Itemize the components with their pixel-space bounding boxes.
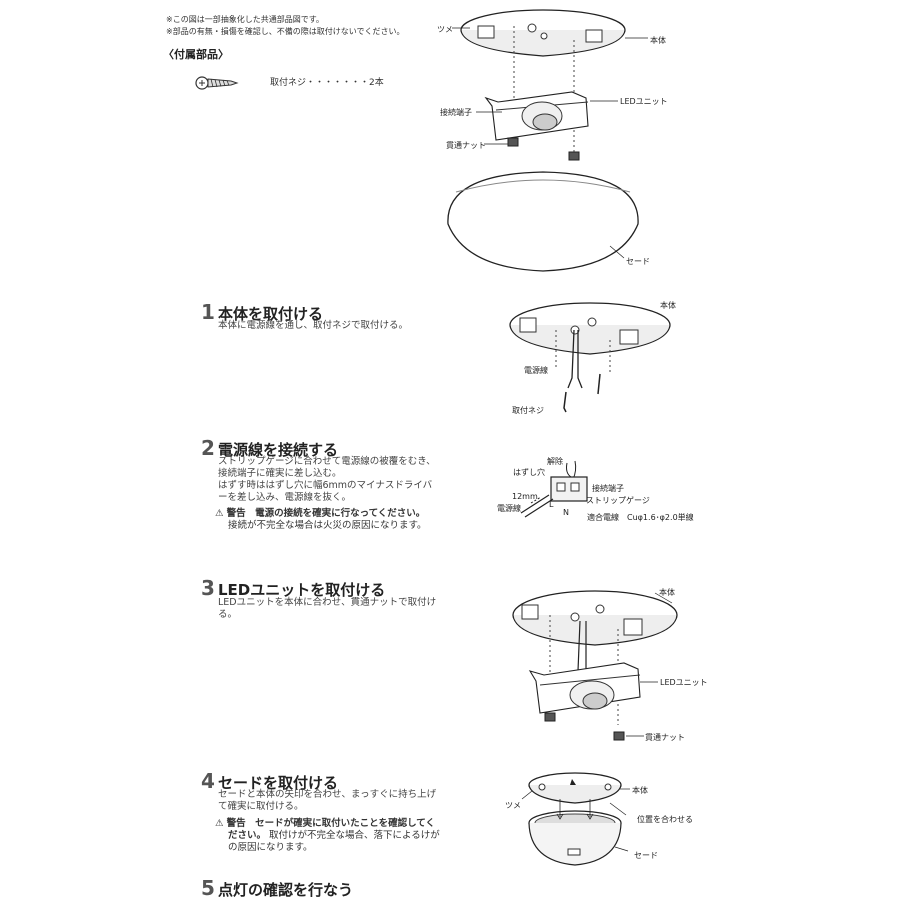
step-3-label-led-unit: LEDユニット xyxy=(660,678,708,687)
step-3-diagram xyxy=(512,590,678,741)
step-4-warning-rest-1: 取付けが不完全な場合、落下によるけが xyxy=(269,830,440,841)
step-3-label-nut: 貫通ナット xyxy=(645,733,685,742)
note-line-2: ※部品の有無・損傷を確認し、不備の際は取付けないでください。 xyxy=(166,27,405,36)
step-1-label-dengensen: 電源線 xyxy=(524,366,548,375)
exploded-label-nut: 貫通ナット xyxy=(446,141,486,150)
step-2-label-L: L xyxy=(549,500,554,509)
step-2-label-kaijo: 解除 xyxy=(547,457,563,466)
step-4-body-2: て確実に取付ける。 xyxy=(218,801,304,812)
step-2-label-N: N xyxy=(563,508,569,517)
step-1-body: 本体に電源線を通し、取付ネジで取付ける。 xyxy=(218,320,409,331)
step-2-label-hazushi: はずし穴 xyxy=(513,468,545,477)
step-2-warning-bold: 警告 電源の接続を確実に行なってください。 xyxy=(226,508,426,519)
step-1-diagram xyxy=(509,302,671,413)
step-2-diagram xyxy=(520,460,588,518)
exploded-label-led-unit: LEDユニット xyxy=(620,97,668,106)
exploded-label-tsume: ツメ xyxy=(437,25,453,34)
step-4-label-shade: セード xyxy=(634,851,658,860)
step-4-label-tsume: ツメ xyxy=(505,801,521,810)
step-3-number: 3 xyxy=(201,576,215,600)
exploded-label-setsuzoku: 接続端子 xyxy=(440,108,472,117)
screw-label: 取付ネジ・・・・・・・2本 xyxy=(270,78,384,88)
step-2-body-2: 接続端子に確実に差し込む。 xyxy=(218,468,342,479)
step-4-warning-bold-1: 警告 セードが確実に取付いたことを確認してく xyxy=(226,818,435,829)
exploded-label-shade: セード xyxy=(626,257,650,266)
step-1-number: 1 xyxy=(201,300,215,324)
step-2-warning: ⚠ 警告 電源の接続を確実に行なってください。 xyxy=(215,508,425,520)
step-4-body-1: セードと本体の矢印を合わせ、まっすぐに持ち上げ xyxy=(218,789,437,800)
step-4-label-ichi: 位置を合わせる xyxy=(637,815,693,824)
step-2-title: 電源線を接続する xyxy=(218,441,339,459)
step-5-title: 点灯の確認を行なう xyxy=(218,881,354,899)
step-2-label-dengensen: 電源線 xyxy=(497,504,521,513)
step-2-label-12mm: 12mm xyxy=(512,492,538,501)
step-5-number: 5 xyxy=(201,876,215,900)
warning-icon: ⚠ xyxy=(215,818,224,829)
warning-icon: ⚠ xyxy=(215,508,224,519)
step-2-body-1: ストリップゲージに合わせて電源線の被覆をむき、 xyxy=(218,456,436,467)
step-1-label-hontai: 本体 xyxy=(660,301,676,310)
step-1-title: 本体を取付ける xyxy=(218,305,324,323)
step-4-diagram xyxy=(521,772,630,866)
step-4-warning-rest-2: の原因になります。 xyxy=(228,842,313,853)
step-3-body-2: る。 xyxy=(218,609,238,620)
step-2-label-tekigo: 適合電線 Cuφ1.6･φ2.0単線 xyxy=(587,513,694,522)
step-4-warning-line-2: ださい。 取付けが不完全な場合、落下によるけが xyxy=(228,830,440,842)
step-4-warning-bold-2: ださい。 xyxy=(228,830,267,841)
accessories-heading: 〈付属部品〉 xyxy=(163,48,229,61)
step-3-body-1: LEDユニットを本体に合わせ、貫通ナットで取付け xyxy=(218,597,437,608)
step-2-label-setsuzoku: 接続端子 xyxy=(592,484,624,493)
step-4-number: 4 xyxy=(201,769,215,793)
exploded-label-hontai: 本体 xyxy=(650,36,666,45)
step-4-warning: ⚠ 警告 セードが確実に取付いたことを確認してく xyxy=(215,818,435,830)
step-3-title: LEDユニットを取付ける xyxy=(218,581,386,599)
note-line-1: ※この図は一部抽象化した共通部品図です。 xyxy=(166,15,324,24)
step-2-label-strip: ストリップゲージ xyxy=(586,496,650,505)
step-2-body-4: ーを差し込み、電源線を抜く。 xyxy=(218,492,352,503)
step-4-label-hontai: 本体 xyxy=(632,786,648,795)
step-2-body-3: はずす時ははずし穴に幅6mmのマイナスドライバ xyxy=(218,480,433,491)
step-2-number: 2 xyxy=(201,436,215,460)
exploded-diagram xyxy=(447,9,639,272)
step-3-label-hontai: 本体 xyxy=(659,588,675,597)
step-2-warning-rest: 接続が不完全な場合は火災の原因になります。 xyxy=(228,520,427,531)
step-1-label-neji: 取付ネジ xyxy=(512,406,544,415)
screw-icon xyxy=(195,76,239,90)
step-4-title: セードを取付ける xyxy=(218,774,339,792)
